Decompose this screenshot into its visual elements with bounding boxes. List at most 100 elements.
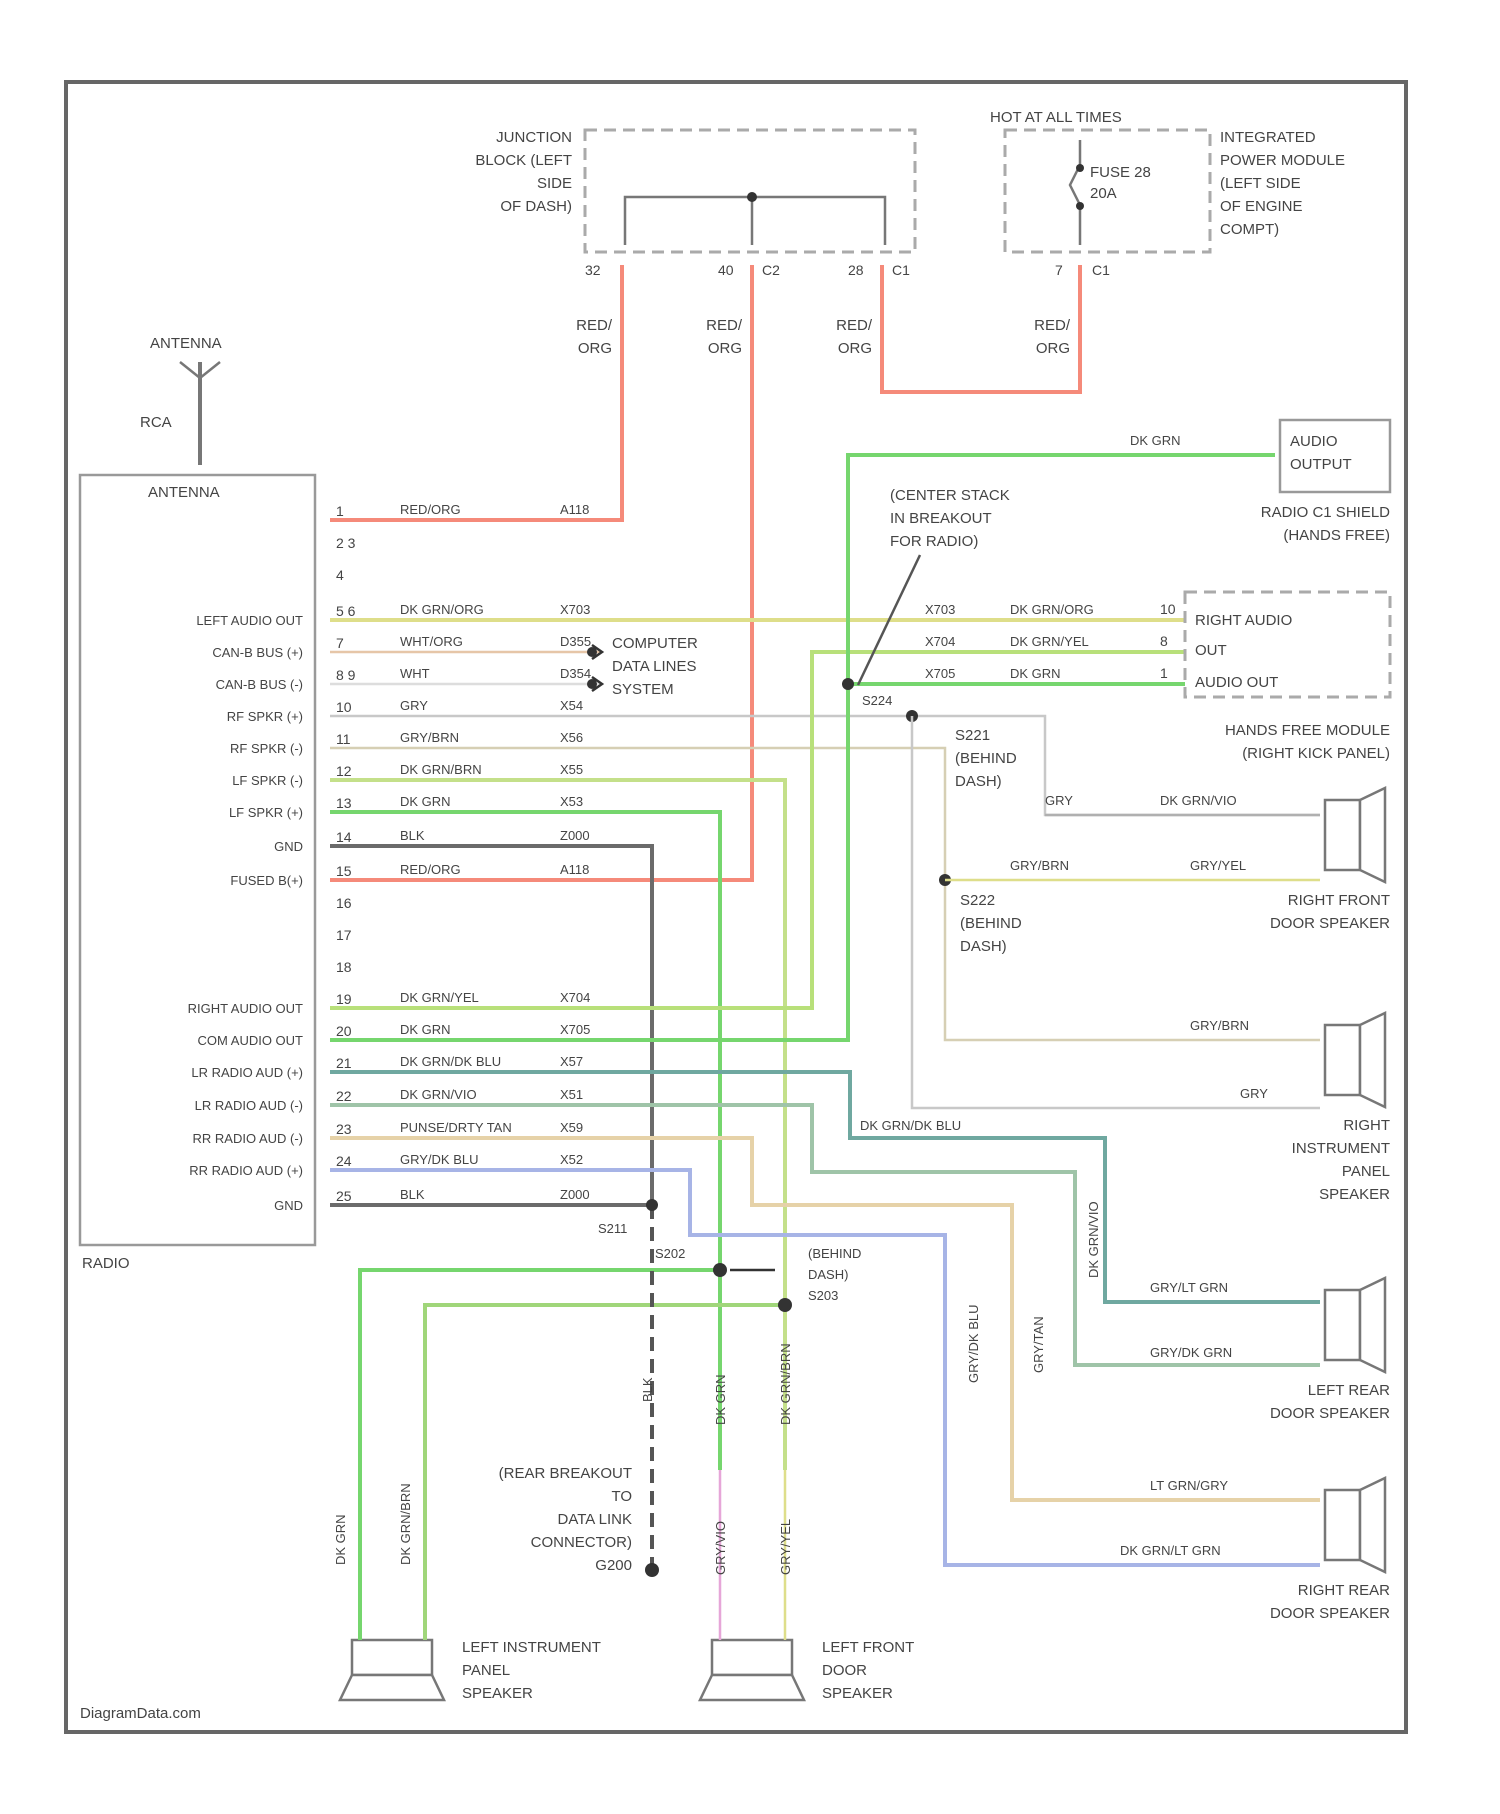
radio-wire-color: DK GRN/ORG xyxy=(400,602,484,617)
radio-wire-color: DK GRN/DK BLU xyxy=(400,1054,501,1069)
radio-pin-label: RF SPKR (+) xyxy=(227,709,303,724)
splice-s202 xyxy=(713,1263,727,1277)
rip-wire-mid: DK GRN/DK BLU xyxy=(860,1118,961,1133)
radio-pin-number: 23 xyxy=(336,1121,352,1137)
radio-wire-circuit: X56 xyxy=(560,730,583,745)
lrd-wire-1: GRY/LT GRN xyxy=(1150,1280,1228,1295)
lip-wire-1: DK GRN xyxy=(333,1514,348,1565)
radio-pin-label: FUSED B(+) xyxy=(230,873,303,888)
hfm-wire-color: DK GRN/YEL xyxy=(1010,634,1089,649)
radio-wire-circuit: X59 xyxy=(560,1120,583,1135)
speaker-cone xyxy=(1360,1278,1385,1372)
radio-pin-label: RF SPKR (-) xyxy=(230,741,303,756)
radio-wire-color: BLK xyxy=(400,828,425,843)
hfm-wire-pin: 8 xyxy=(1160,633,1168,649)
radio-wire-color: DK GRN/BRN xyxy=(400,762,482,777)
rip-wire-1: GRY/BRN xyxy=(1190,1018,1249,1033)
radio-pin-number: 24 xyxy=(336,1153,352,1169)
radio-pin-number: 22 xyxy=(336,1088,352,1104)
radio-wire-circuit: X703 xyxy=(560,602,590,617)
radio-wire-circuit: Z000 xyxy=(560,1187,590,1202)
radio-wire-color: GRY xyxy=(400,698,428,713)
speaker-body xyxy=(352,1640,432,1675)
splice-s202-label: S202 xyxy=(655,1246,685,1261)
radio-pin-number: 19 xyxy=(336,991,352,1007)
radio-pin-number: 17 xyxy=(336,927,352,943)
radio-wire-color: GRY/DK BLU xyxy=(400,1152,479,1167)
hot-at-all-times: HOT AT ALL TIMES xyxy=(990,109,1122,126)
fuse-node-bottom xyxy=(1076,202,1084,210)
hfm-out: OUT xyxy=(1195,642,1227,659)
speaker-cone xyxy=(340,1675,444,1700)
rfd-wire-2: GRY/YEL xyxy=(1190,858,1246,873)
jb-pin-c1: C1 xyxy=(892,262,910,278)
speaker-cone xyxy=(1360,788,1385,882)
speaker-body xyxy=(712,1640,792,1675)
radio-pin-number: 5 6 xyxy=(336,603,356,619)
blk-vertical: BLK xyxy=(640,1377,655,1402)
hfm-wire-circuit: X704 xyxy=(925,634,955,649)
jb-pin-28: 28 xyxy=(848,262,864,278)
rfd-wire-grybrn: GRY/BRN xyxy=(1010,858,1069,873)
radio-wire-circuit: X54 xyxy=(560,698,583,713)
jb-pin-c2: C2 xyxy=(762,262,780,278)
radio-pin-number: 8 9 xyxy=(336,667,356,683)
radio-wire-color: DK GRN xyxy=(400,794,451,809)
rip-wire-2: GRY xyxy=(1240,1086,1268,1101)
radio-pin-number: 14 xyxy=(336,829,352,845)
radio-wire-color: DK GRN/VIO xyxy=(400,1087,477,1102)
hfm-audio-out: AUDIO OUT xyxy=(1195,674,1278,691)
ground-g200 xyxy=(645,1563,659,1577)
rfd-wire-gry: GRY xyxy=(1045,793,1073,808)
radio-wire-color: PUNSE/DRTY TAN xyxy=(400,1120,512,1135)
radio-wire-circuit: D354 xyxy=(560,666,591,681)
speaker-cone xyxy=(1360,1478,1385,1572)
radio-pin-label: COM AUDIO OUT xyxy=(198,1033,304,1048)
radio-pin-number: 2 3 xyxy=(336,535,356,551)
hfm-wire-pin: 10 xyxy=(1160,601,1176,617)
radio-wire-circuit: A118 xyxy=(560,862,589,877)
lfd-wire-2: GRY/YEL xyxy=(778,1519,793,1575)
rrd-wire-v1: GRY/DK BLU xyxy=(966,1304,981,1383)
hfm-wire-circuit: X703 xyxy=(925,602,955,617)
radio-pin-label: GND xyxy=(274,1198,303,1213)
radio-pin-number: 13 xyxy=(336,795,352,811)
radio-pin-number: 16 xyxy=(336,895,352,911)
radio-wire-circuit: Z000 xyxy=(560,828,590,843)
jb-pin-40: 40 xyxy=(718,262,734,278)
hfm-wire-color: DK GRN xyxy=(1010,666,1061,681)
radio-pin-label: LF SPKR (+) xyxy=(229,805,303,820)
splice-s224-label: S224 xyxy=(862,693,892,708)
watermark: DiagramData.com xyxy=(80,1705,201,1722)
radio-wire-circuit: X52 xyxy=(560,1152,583,1167)
splice-s211 xyxy=(646,1199,658,1211)
radio-pin-label: GND xyxy=(274,839,303,854)
lip-wire-2: DK GRN/BRN xyxy=(398,1483,413,1565)
radio-wire-circuit: X51 xyxy=(560,1087,583,1102)
hfm-wire-pin: 1 xyxy=(1160,665,1168,681)
radio-pin-label: LEFT AUDIO OUT xyxy=(196,613,303,628)
computer-node-1 xyxy=(587,647,597,657)
lfd-wire-v2: DK GRN/BRN xyxy=(778,1343,793,1425)
radio-pin-label: LR RADIO AUD (-) xyxy=(195,1098,303,1113)
radio-pin-label: LF SPKR (-) xyxy=(232,773,303,788)
antenna-label: ANTENNA xyxy=(150,335,222,352)
radio-pin-label: CAN-B BUS (-) xyxy=(216,677,303,692)
radio-wire-color: DK GRN xyxy=(400,1022,451,1037)
jb-pin-32: 32 xyxy=(585,262,601,278)
radio-wire-circuit: A118 xyxy=(560,502,589,517)
lrd-wire-v: DK GRN/VIO xyxy=(1086,1201,1101,1278)
radio-wire-color: DK GRN/YEL xyxy=(400,990,479,1005)
lfd-wire-v1: DK GRN xyxy=(713,1374,728,1425)
radio-wire-circuit: X704 xyxy=(560,990,590,1005)
junction-node xyxy=(747,192,757,202)
radio-wire-circuit: X705 xyxy=(560,1022,590,1037)
fuse-node-top xyxy=(1076,164,1084,172)
radio-pin-number: 10 xyxy=(336,699,352,715)
lfd-wire-1: GRY/VIO xyxy=(713,1521,728,1575)
radio-wire-circuit: X57 xyxy=(560,1054,583,1069)
radio-wire-color: RED/ORG xyxy=(400,862,461,877)
radio-name: RADIO xyxy=(82,1255,130,1272)
antenna-rca: RCA xyxy=(140,414,172,431)
